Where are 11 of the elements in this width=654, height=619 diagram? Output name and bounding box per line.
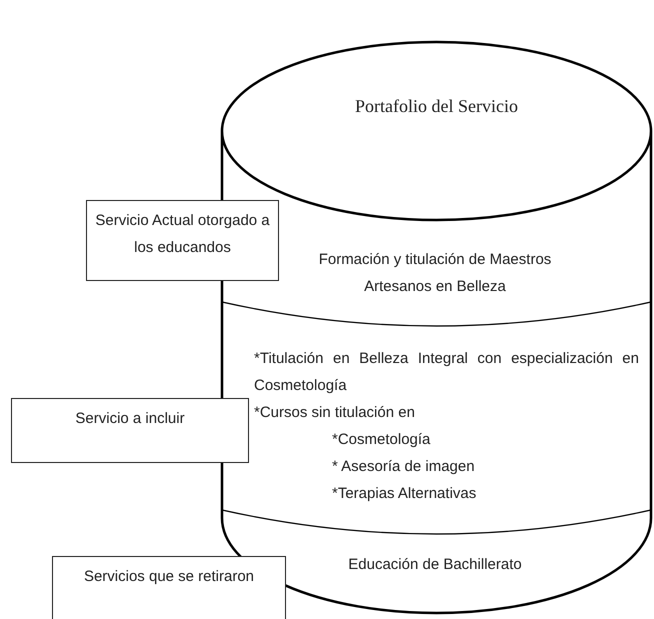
service-text: Formación y titulación de Maestros Artesanos en Belleza [318,251,552,295]
service-text: *Terapias Alternativas [332,485,476,502]
label-box: Servicio a incluir [11,398,249,463]
service-text: *Cosmetología [332,431,430,448]
service-text: *Cursos sin titulación en [254,404,415,421]
service-text: * Asesoría de imagen [332,458,475,475]
service-text: *Titulación en Belleza Integral con especialización en Cosmetología [254,350,639,394]
cylinder-heading: Portafolio del Servicio [355,96,518,116]
service-text: Educación de Bachillerato [348,556,522,573]
label-box: Servicios que se retiraron [52,556,286,619]
label-box: Servicio Actual otorgado a los educandos [86,200,279,281]
